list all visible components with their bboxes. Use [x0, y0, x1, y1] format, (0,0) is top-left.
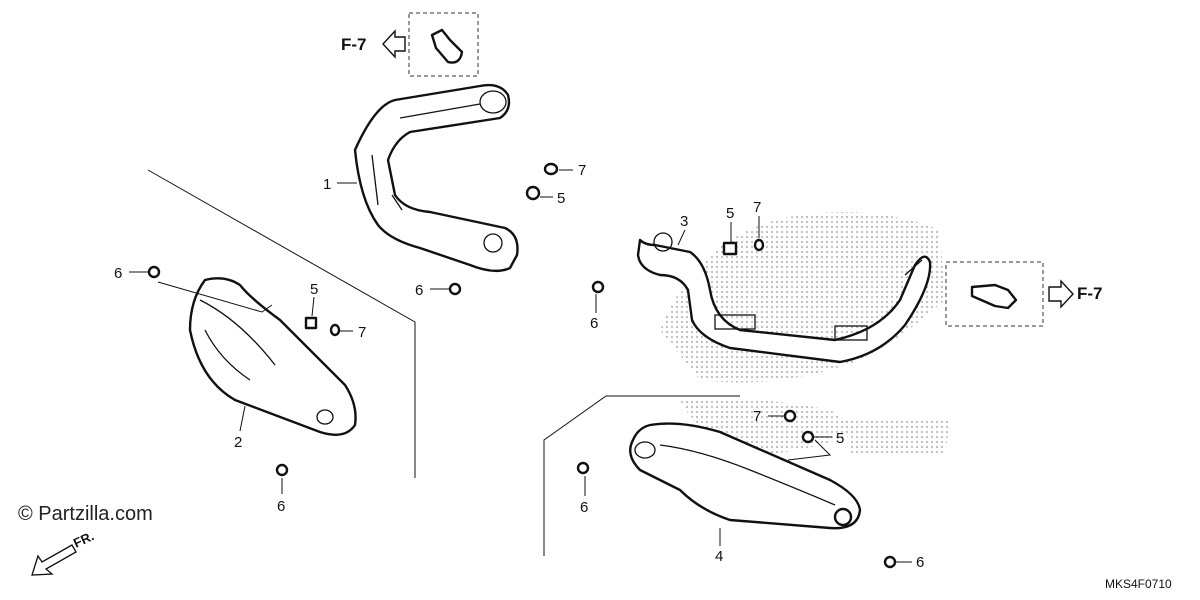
callout-7: 7 [358, 324, 366, 341]
callout-3: 3 [680, 213, 688, 230]
reference-label-left: F-7 [341, 35, 367, 54]
part-3-bracket-right[interactable] [636, 232, 932, 364]
callout-6: 6 [916, 554, 924, 571]
part-1-bracket-left[interactable] [353, 83, 519, 273]
front-label: FR. [71, 528, 96, 550]
callout-6: 6 [415, 282, 423, 299]
callout-5: 5 [310, 281, 318, 298]
callout-5: 5 [726, 205, 734, 222]
callout-4: 4 [715, 548, 723, 565]
callout-7: 7 [753, 408, 761, 425]
diagram-code: MKS4F0710 [1105, 577, 1172, 591]
reference-label-right: F-7 [1077, 284, 1103, 303]
inset-bolt-top [430, 28, 464, 64]
watermark: © Partzilla.com [18, 503, 153, 525]
part-2-shield-left[interactable] [188, 277, 357, 436]
callout-1: 1 [323, 176, 331, 193]
callout-5: 5 [836, 430, 844, 447]
hardware-items [147, 162, 897, 569]
callout-7: 7 [578, 162, 586, 179]
assembly-frame-left [147, 169, 416, 478]
callout-6: 6 [580, 499, 588, 516]
reference-arrow-left [382, 29, 406, 59]
callout-6: 6 [277, 498, 285, 515]
inset-box-top [408, 12, 479, 77]
callout-6: 6 [114, 265, 122, 282]
callout-6: 6 [590, 315, 598, 332]
callout-5: 5 [557, 190, 565, 207]
inset-box-right [945, 261, 1044, 327]
reference-arrow-right [1048, 279, 1074, 309]
part-4-shield-right[interactable] [629, 422, 862, 530]
front-direction-arrow [31, 544, 77, 576]
inset-bolt-right [970, 283, 1018, 310]
callout-7: 7 [753, 199, 761, 216]
assembly-frame-right [543, 395, 740, 556]
callout-2: 2 [234, 434, 242, 451]
leader-lines [129, 169, 912, 563]
